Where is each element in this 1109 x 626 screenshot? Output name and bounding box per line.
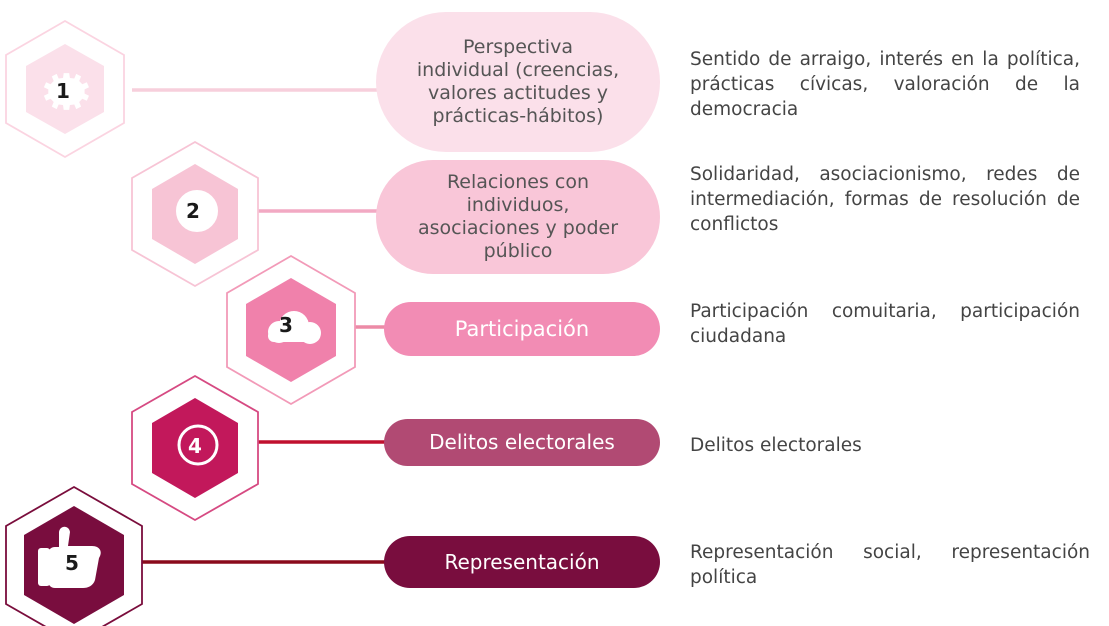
circle-icon [176,190,218,232]
level-4-label: Delitos electorales [429,430,615,454]
hexagon-level-5: 5 [5,485,143,626]
level-5-description: Representación social, representación po… [690,542,1090,588]
thumbs-up-icon [38,526,101,588]
level-4-number: 4 [188,434,202,458]
level-5-label: Representación [444,549,600,574]
level-5-label-box: Representación [384,536,660,588]
circle-icon [177,424,219,466]
level-1-label-line: prácticas-hábitos) [432,105,604,127]
level-4-description: Delitos electorales [690,435,862,456]
hexagon-level-1: 1 [5,19,125,159]
level-1-label-line: Perspectiva [462,36,573,58]
level-3-description: Participación comuitaria, participación … [690,301,1080,347]
level-1-label-line: valores actitudes y [427,82,609,104]
level-1-description: Sentido de arraigo, interés en la políti… [690,49,1080,120]
hexagon-level-3: 3 [226,254,356,406]
gear-icon [43,73,89,110]
level-3-number: 3 [279,313,293,337]
level-2-label-line: Relaciones con [446,171,590,193]
level-4-label-box: Delitos electorales [384,419,660,466]
level-2-label-line: público [483,240,553,262]
hexagon-level-4: 4 [131,374,259,522]
level-2-label-box: Relaciones con individuos, asociaciones … [376,160,660,274]
level-3-label-box: Participación [384,302,660,356]
level-1-label-line: individual (creencias, [416,59,620,81]
cloud-icon [268,311,321,344]
level-3-label: Participación [454,316,590,341]
level-5-number: 5 [65,551,79,575]
level-1-label-box: Perspectiva individual (creencias, valor… [376,12,660,152]
level-2-label-line: asociaciones y poder [417,217,619,239]
level-2-label-line: individuos, [466,194,570,216]
hexagon-level-2: 2 [131,140,259,288]
level-2-description: Solidaridad, asociacionismo, redes de in… [690,164,1080,235]
level-2-number: 2 [186,199,200,223]
level-1-number: 1 [56,79,70,103]
